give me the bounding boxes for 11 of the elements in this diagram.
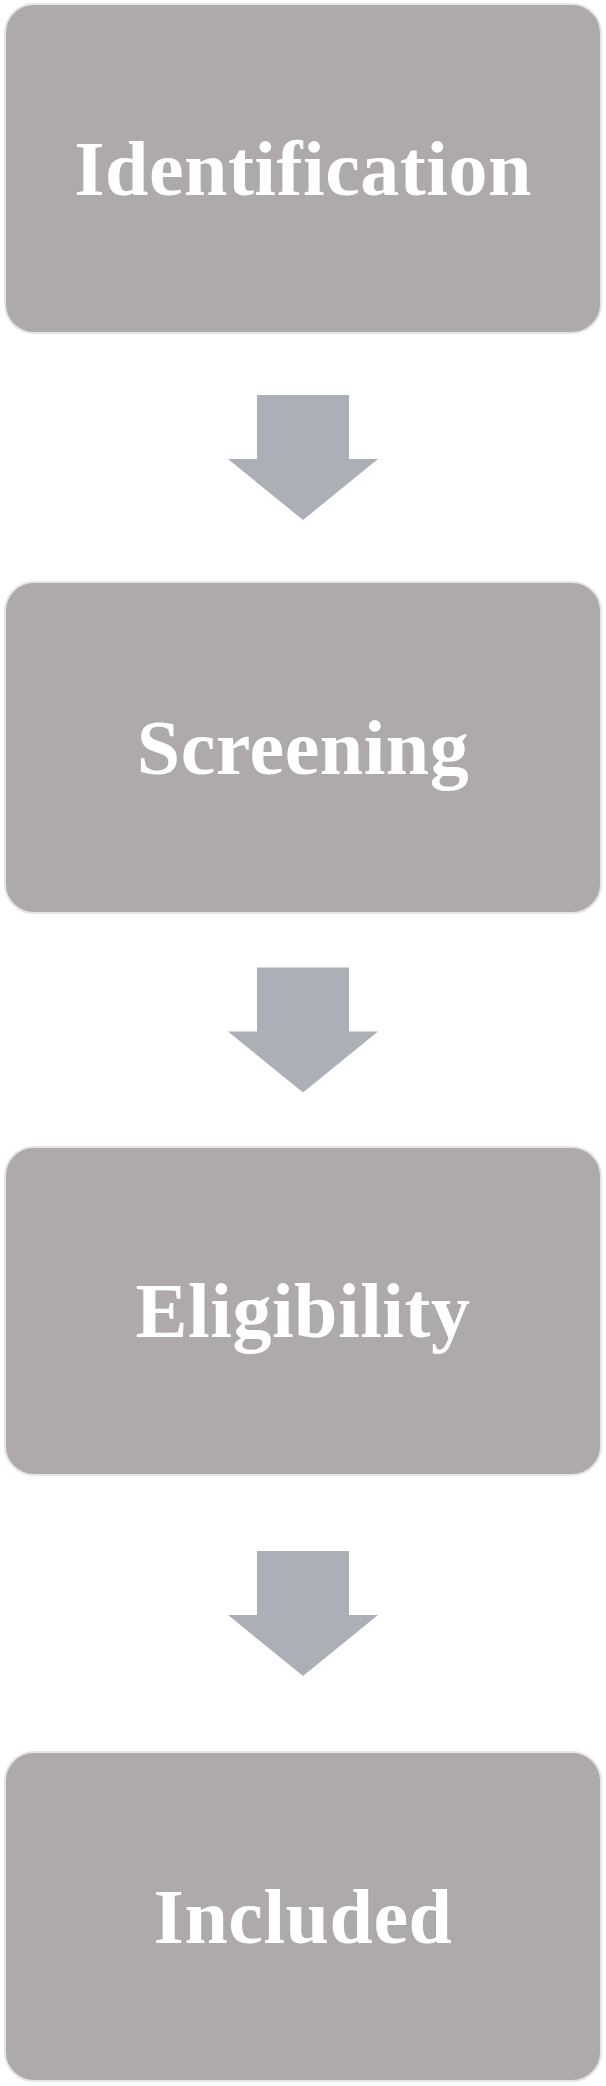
stage-label: Identification <box>74 125 532 212</box>
process-box <box>4 1146 602 1476</box>
block-arrow <box>228 395 378 520</box>
stage-label: Eligibility <box>135 1268 471 1354</box>
block-arrow <box>228 1551 378 1676</box>
process-box <box>4 3 602 334</box>
stage-label: Screening <box>136 704 470 791</box>
block-arrow <box>228 967 378 1093</box>
stage-label: Included <box>153 1873 453 1960</box>
process-box <box>4 1751 602 2082</box>
process-box <box>4 581 602 914</box>
